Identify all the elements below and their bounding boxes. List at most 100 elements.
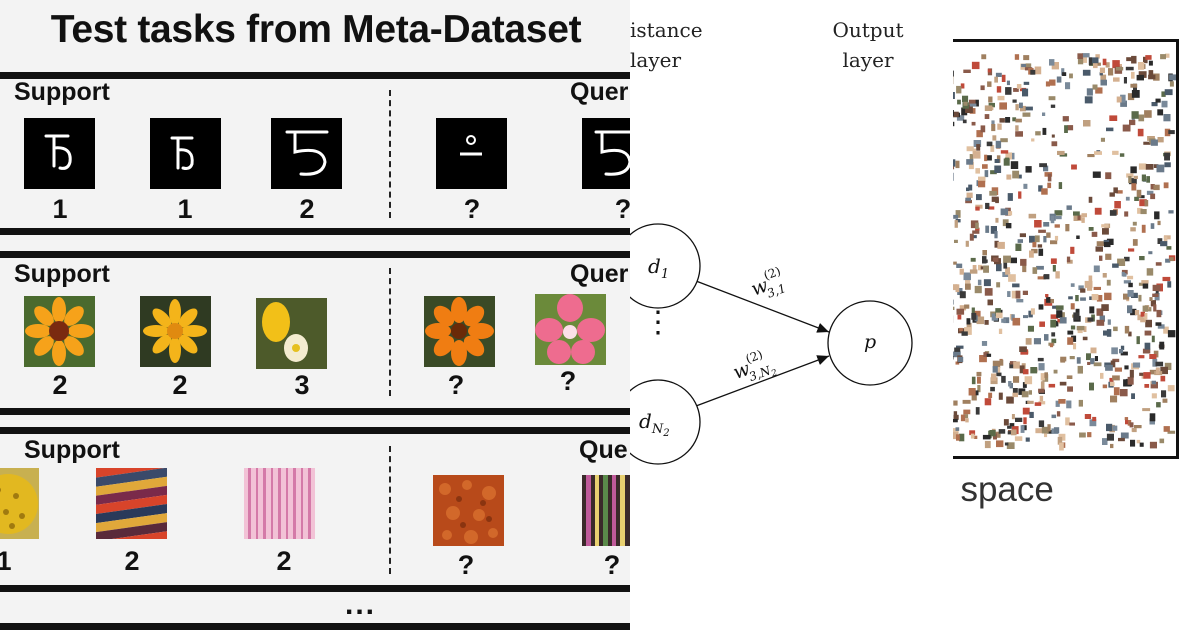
embedding-thumb <box>1073 211 1080 216</box>
embedding-thumb <box>1116 67 1124 71</box>
embedding-thumb <box>1112 358 1120 363</box>
embedding-thumb <box>1081 55 1087 63</box>
embedding-thumb <box>1149 418 1155 425</box>
support-query-separator <box>389 446 391 574</box>
embedding-thumb <box>966 322 972 330</box>
embedding-thumb <box>1056 76 1062 83</box>
embedding-thumb <box>1099 255 1103 261</box>
embedding-thumb <box>1140 311 1145 317</box>
embedding-thumb <box>972 265 977 271</box>
embedding-thumb <box>1012 283 1020 288</box>
embedding-thumb <box>1050 104 1056 108</box>
support-class-label: 2 <box>299 194 315 224</box>
embedding-thumb <box>1148 70 1154 77</box>
embedding-thumb <box>1138 355 1145 359</box>
embedding-thumb <box>1161 100 1168 108</box>
embedding-thumb <box>1163 326 1169 334</box>
embedding-thumb <box>1144 330 1152 336</box>
embedding-thumb <box>1164 128 1171 137</box>
embedding-thumb <box>1164 89 1173 96</box>
embedding-thumb <box>963 409 971 415</box>
embedding-thumb <box>965 418 969 423</box>
embedding-thumb <box>1038 388 1045 393</box>
embedding-thumb <box>1057 436 1063 445</box>
embedding-thumb <box>1095 54 1100 59</box>
embedding-thumb <box>1014 54 1020 60</box>
embedding-thumb <box>1163 114 1171 122</box>
embedding-thumb <box>1106 238 1114 245</box>
embedding-thumb <box>1088 57 1093 66</box>
embedding-thumb <box>1144 200 1149 207</box>
embedding-thumb <box>1136 439 1141 444</box>
embedding-thumb <box>971 61 980 70</box>
embedding-thumb <box>1163 426 1170 432</box>
embedding-thumb <box>1007 291 1011 297</box>
embedding-thumb <box>1082 336 1088 341</box>
embedding-thumb <box>1034 66 1042 75</box>
embedding-thumb <box>953 432 959 440</box>
embedding-thumb <box>993 433 997 440</box>
embedding-thumb <box>999 359 1004 366</box>
embedding-thumb <box>1021 391 1029 398</box>
embedding-thumb <box>1100 74 1107 83</box>
embedding-thumb <box>1119 153 1125 157</box>
embedding-thumb <box>1163 182 1169 189</box>
embedding-thumb <box>1019 365 1025 374</box>
support-class-label: 2 <box>172 370 188 400</box>
embedding-thumb <box>1087 361 1091 365</box>
glyph-image <box>24 118 95 189</box>
node-label-d1: d1 <box>648 254 669 282</box>
embedding-thumb <box>995 198 999 204</box>
embedding-thumb <box>962 95 969 103</box>
embedding-thumb <box>994 76 998 83</box>
embedding-thumb <box>1126 173 1134 178</box>
embedding-thumb <box>1046 297 1051 303</box>
embedding-thumb <box>963 414 969 419</box>
query-class-label: ? <box>463 194 481 224</box>
embedding-thumb <box>953 419 958 423</box>
embedding-thumb <box>1164 152 1170 161</box>
embedding-thumb <box>1144 110 1152 118</box>
embedding-thumb <box>982 434 991 440</box>
embedding-thumb <box>978 264 983 271</box>
texture-image <box>244 468 315 539</box>
embedding-thumb <box>965 283 971 290</box>
embedding-thumb <box>1025 437 1030 442</box>
embedding-thumb <box>1151 335 1155 343</box>
embedding-thumb <box>984 154 988 162</box>
embedding-thumb <box>1048 383 1056 388</box>
embedding-thumb <box>1134 425 1142 429</box>
embedding-thumb <box>1101 224 1109 228</box>
query-class-label: ? <box>603 550 621 580</box>
embedding-thumb <box>1060 356 1067 362</box>
embedding-thumb <box>1134 196 1139 201</box>
embedding-thumb <box>1127 290 1134 297</box>
embedding-thumb <box>1012 388 1018 394</box>
query-label: Quer <box>570 78 629 106</box>
divider <box>0 408 630 415</box>
embedding-thumb <box>1023 55 1030 61</box>
embedding-thumb <box>1077 56 1084 65</box>
embedding-thumb <box>1149 354 1157 359</box>
embedding-thumb <box>1068 296 1073 300</box>
embedding-thumb <box>1066 375 1073 379</box>
embedding-thumb <box>1090 347 1097 354</box>
embedding-thumb <box>1044 372 1048 378</box>
embedding-thumb <box>953 351 961 358</box>
embedding-thumb <box>966 192 973 198</box>
embedding-thumb <box>955 284 960 293</box>
divider <box>0 72 630 79</box>
embedding-thumb <box>1055 305 1064 310</box>
embedding-thumb <box>973 151 981 159</box>
embedding-thumb <box>1143 141 1151 145</box>
embedding-thumb <box>1016 299 1024 303</box>
embedding-thumb <box>1120 100 1127 107</box>
embedding-thumb <box>1155 322 1162 326</box>
embedding-thumb <box>1045 81 1050 87</box>
embedding-thumb <box>1065 82 1071 90</box>
embedding-thumb <box>1112 425 1118 431</box>
embedding-thumb <box>1127 275 1134 280</box>
embedding-thumb <box>976 371 982 377</box>
embedding-thumb <box>1025 63 1032 68</box>
embedding-thumb <box>1069 422 1075 426</box>
